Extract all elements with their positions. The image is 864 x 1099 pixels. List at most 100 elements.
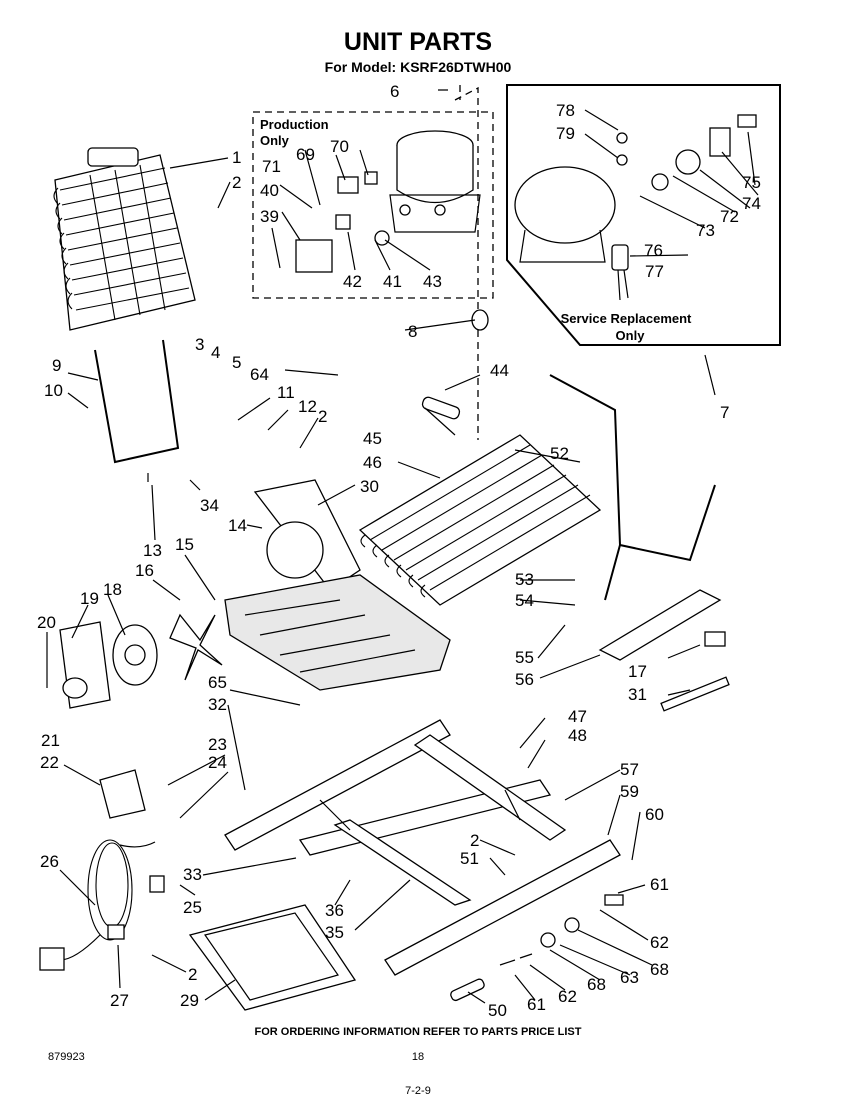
callout-22: 22: [40, 753, 59, 772]
callout-20: 20: [37, 613, 56, 632]
callout-79: 79: [556, 124, 575, 143]
callout-61: 61: [650, 875, 669, 894]
callout-74: 74: [742, 194, 761, 213]
part-74: [709, 127, 731, 157]
part-72: [675, 149, 701, 175]
callout-33: 33: [183, 865, 202, 884]
callout-47: 47: [568, 707, 587, 726]
cover-part-40: [295, 239, 333, 273]
callout-32: 32: [208, 695, 227, 714]
part-78: [616, 132, 628, 144]
callout-61-b: 61: [527, 995, 546, 1014]
callout-60: 60: [645, 805, 664, 824]
callout-41: 41: [383, 272, 402, 291]
callout-36: 36: [325, 901, 344, 920]
bottom-mark: 7-2-9: [405, 1085, 431, 1097]
clip-part-27: [107, 924, 125, 940]
callout-11: 11: [277, 383, 295, 402]
callout-63: 63: [620, 968, 639, 987]
grommet-part-43: [374, 230, 390, 246]
fan-motor-part-18: [112, 624, 158, 686]
overload-part-70: [364, 171, 378, 185]
callout-5: 5: [232, 353, 241, 372]
callout-2-c: 2: [188, 965, 197, 984]
callout-29: 29: [180, 991, 199, 1010]
callout-25: 25: [183, 898, 202, 917]
condenser-coil: [53, 147, 196, 331]
callout-51: 51: [460, 849, 479, 868]
part-61-right: [604, 894, 624, 906]
callout-42: 42: [343, 272, 362, 291]
callout-46: 46: [363, 453, 382, 472]
fittings-61-62: [499, 953, 533, 966]
plug: [39, 947, 65, 971]
production-only-box: [252, 111, 494, 299]
fan-blade-part-16: [169, 613, 223, 681]
callout-62: 62: [650, 933, 669, 952]
drier-part-45: [421, 396, 461, 420]
part-42: [335, 214, 351, 230]
callout-labels: 1 2 3 4 5 6 7 8 9 10 11 12 2 13 14 15 16…: [37, 82, 761, 1020]
callout-59: 59: [620, 782, 639, 801]
callout-65: 65: [208, 673, 227, 692]
leader-lines: [46, 89, 759, 1004]
callout-27: 27: [110, 991, 129, 1010]
page-title: UNIT PARTS: [344, 28, 492, 56]
dashed-guide-6-8: [454, 86, 479, 310]
part-17: [704, 631, 726, 647]
callout-9: 9: [52, 356, 61, 375]
callout-19: 19: [80, 589, 99, 608]
service-label-line1: Service Replacement: [561, 311, 692, 326]
callout-53: 53: [515, 570, 534, 589]
part-73: [651, 173, 669, 191]
model-subtitle: For Model: KSRF26DTWH00: [325, 59, 512, 75]
part-31: [660, 676, 730, 712]
callout-1: 1: [232, 148, 241, 167]
callout-17: 17: [628, 662, 647, 681]
callout-16: 16: [135, 561, 154, 580]
evaporator-coil-part-46: [358, 434, 602, 606]
callout-77: 77: [645, 262, 664, 281]
callout-4: 4: [211, 343, 220, 362]
callout-48: 48: [568, 726, 587, 745]
callout-2: 2: [232, 173, 241, 192]
service-label-line2: Only: [616, 328, 646, 343]
part-75: [737, 114, 757, 128]
tube-part-50: [450, 978, 485, 1002]
callout-55: 55: [515, 648, 534, 667]
production-label-line1: Production: [260, 117, 329, 132]
callout-50: 50: [488, 1001, 507, 1020]
callout-39: 39: [260, 207, 279, 226]
part-79: [616, 154, 628, 166]
callout-2-d: 2: [470, 831, 479, 850]
frame-rails-part-35: [224, 719, 621, 976]
part-22: [99, 769, 146, 819]
compressor-production: [389, 130, 481, 233]
callout-24: 24: [208, 753, 227, 772]
callout-34: 34: [200, 496, 219, 515]
callout-76: 76: [644, 241, 663, 260]
callout-75: 75: [742, 173, 761, 192]
callout-70: 70: [330, 137, 349, 156]
callout-3: 3: [195, 335, 204, 354]
document-number: 879923: [48, 1051, 85, 1063]
callout-54: 54: [515, 591, 534, 610]
part-68a: [540, 932, 556, 948]
callout-26: 26: [40, 852, 59, 871]
callout-64: 64: [250, 365, 269, 384]
callout-23: 23: [208, 735, 227, 754]
tubing-part-52: [549, 374, 716, 601]
part-63: [564, 917, 580, 933]
ordering-note: FOR ORDERING INFORMATION REFER TO PARTS …: [255, 1026, 582, 1038]
callout-8: 8: [408, 322, 417, 341]
callout-40: 40: [260, 181, 279, 200]
production-label-line2: Only: [260, 133, 290, 148]
compressor-service: [514, 166, 629, 301]
callout-71: 71: [262, 157, 281, 176]
callout-18: 18: [103, 580, 122, 599]
drain-pan-part-29: [188, 904, 357, 1011]
callout-6: 6: [390, 82, 399, 101]
callout-2-b: 2: [318, 407, 327, 426]
callout-15: 15: [175, 535, 194, 554]
